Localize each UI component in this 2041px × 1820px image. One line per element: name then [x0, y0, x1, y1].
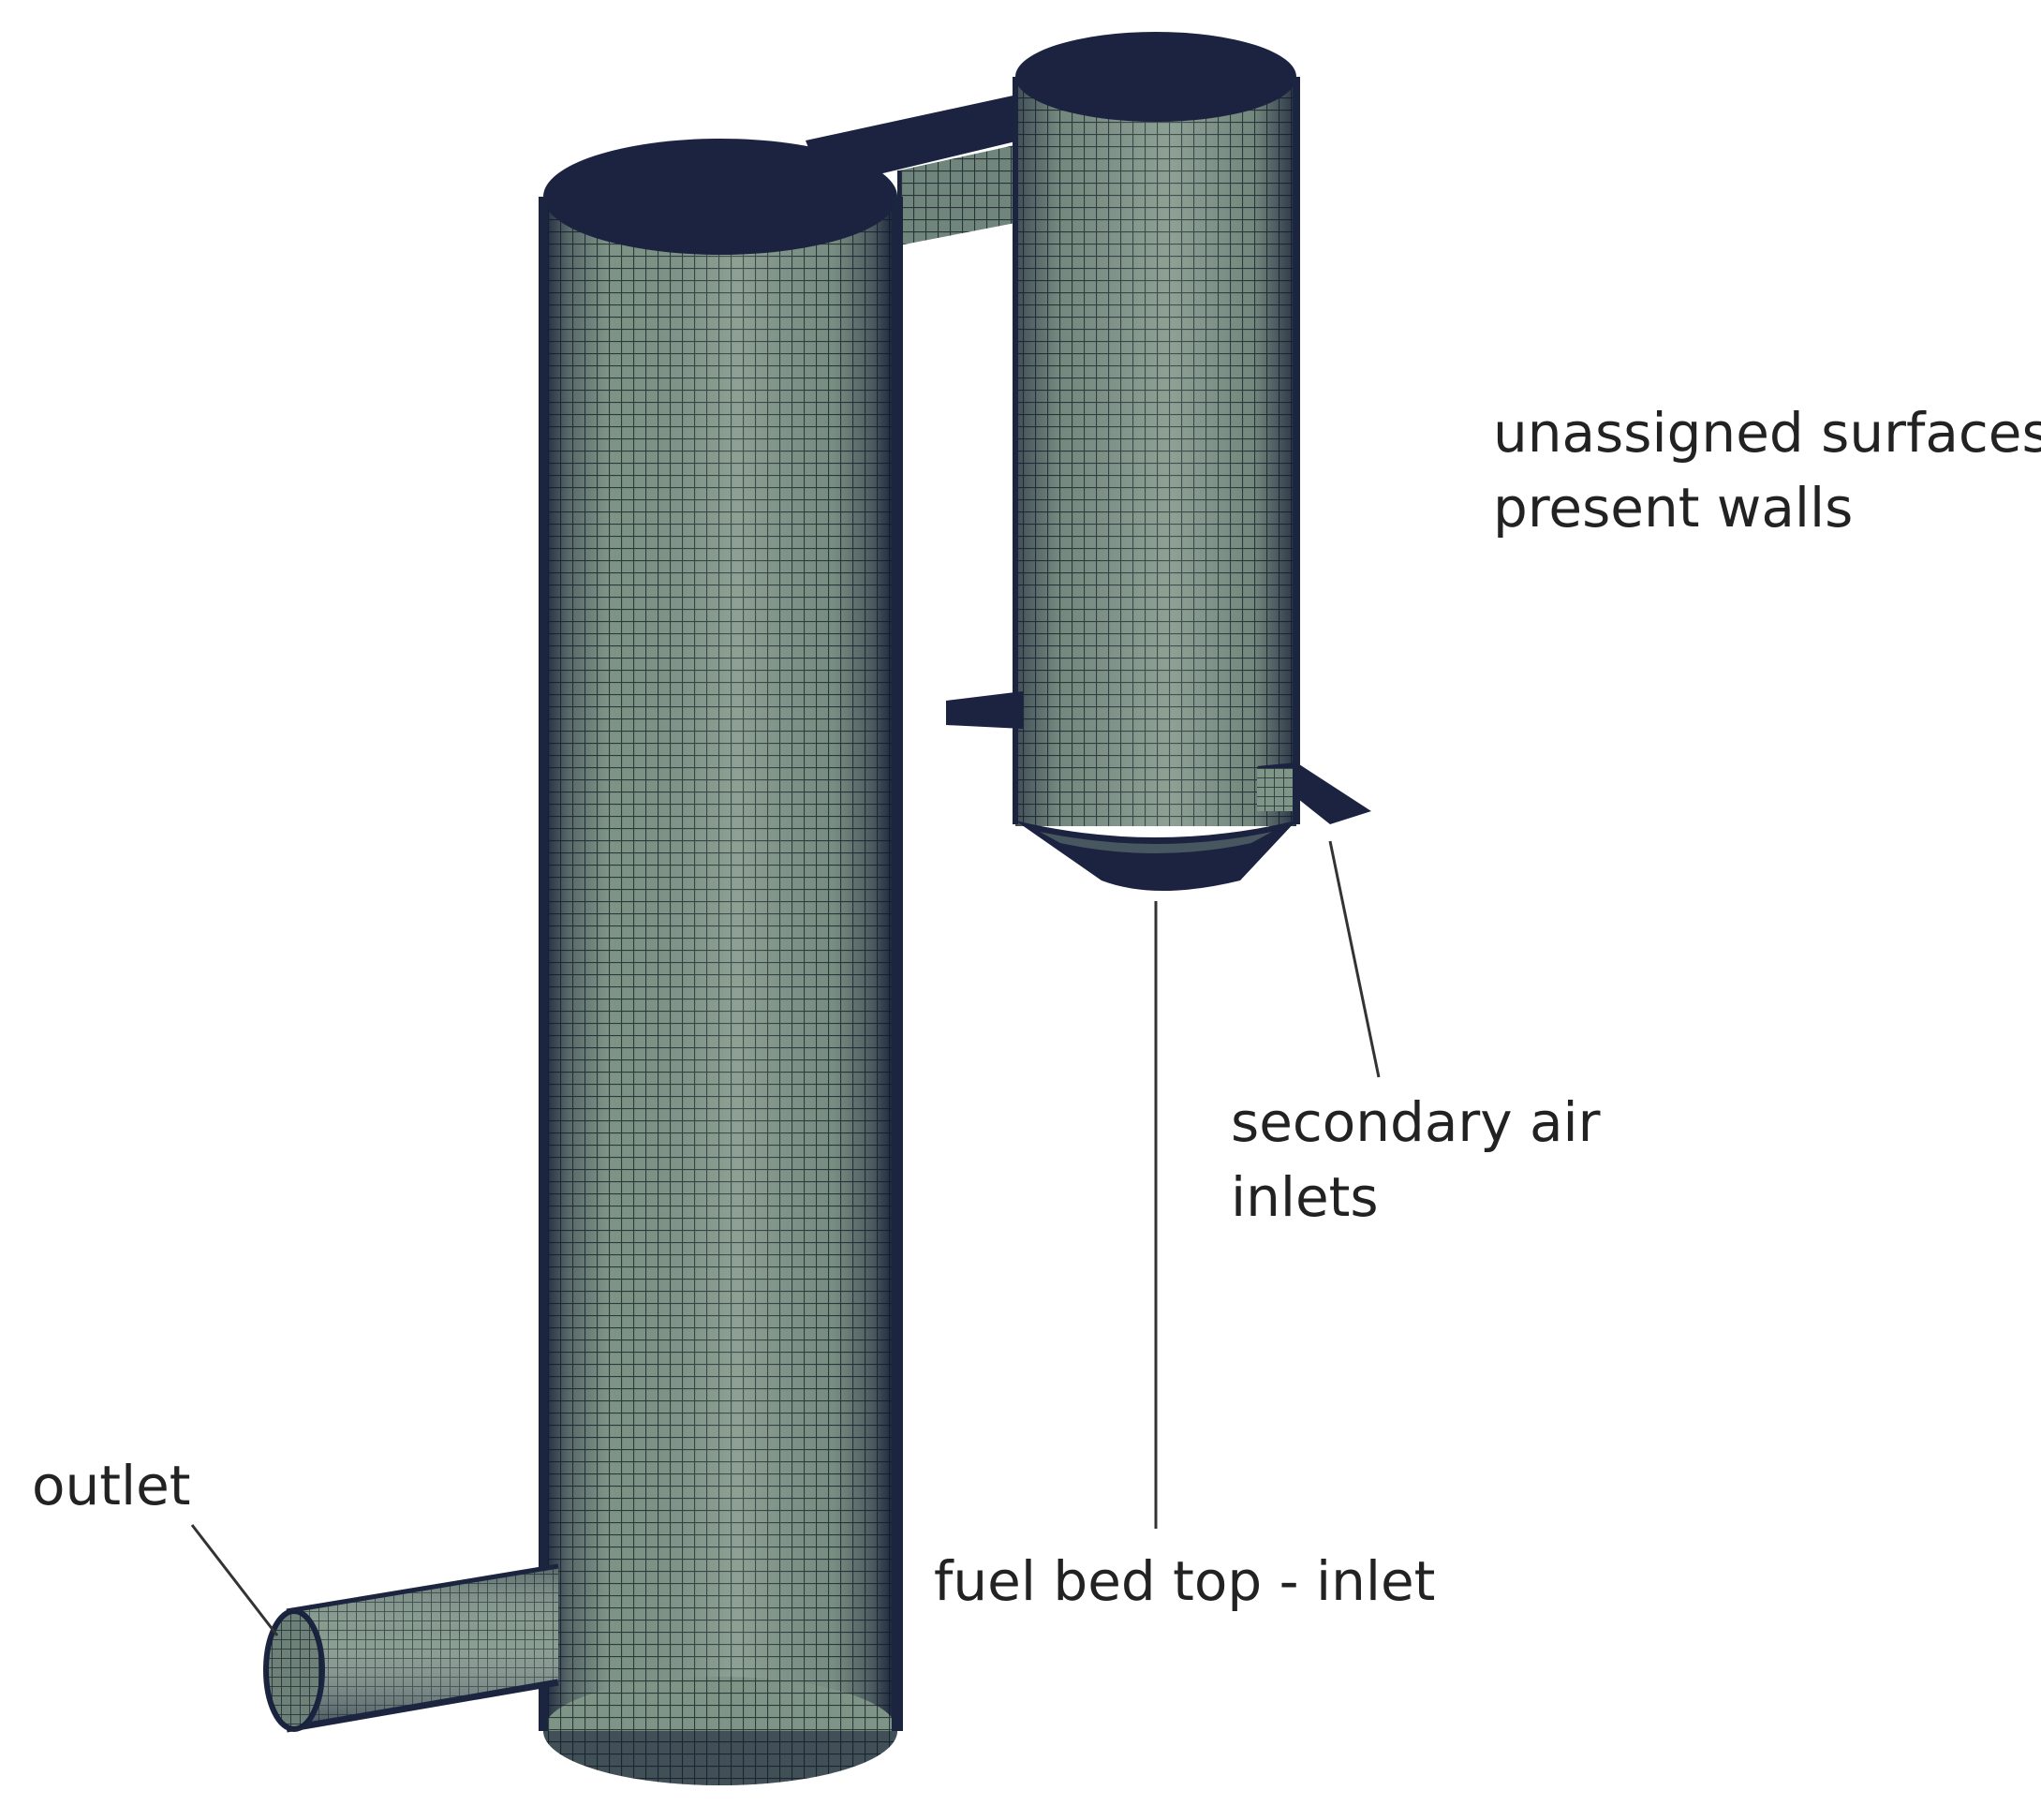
leader-outlet — [190, 1524, 279, 1636]
secondary-column — [1013, 32, 1300, 826]
secondary-column-top-cap — [1015, 32, 1296, 122]
outlet-pipe — [263, 1563, 559, 1733]
label-fuel-bed-top-inlet: fuel bed top - inlet — [934, 1549, 1436, 1613]
leader-lines — [190, 840, 1381, 1636]
label-secondary-air-inlets: secondary air inlets — [1231, 1085, 1601, 1235]
secondary-air-inlet-right — [1257, 762, 1371, 824]
label-outlet: outlet — [32, 1454, 191, 1517]
label-walls-line2: present walls — [1493, 476, 1854, 540]
conical-bottom — [1015, 821, 1296, 891]
main-column — [539, 139, 903, 1785]
secondary-air-inlet-left — [946, 691, 1023, 729]
label-secondary-line1: secondary air — [1231, 1090, 1601, 1154]
leader-secondary-air — [1328, 840, 1381, 1078]
label-unassigned-surfaces: unassigned surfaces present walls — [1493, 395, 2041, 545]
outlet-face — [266, 1611, 322, 1729]
label-secondary-line2: inlets — [1231, 1165, 1379, 1229]
main-column-top-cap — [543, 139, 897, 255]
label-walls-line1: unassigned surfaces — [1493, 401, 2041, 465]
